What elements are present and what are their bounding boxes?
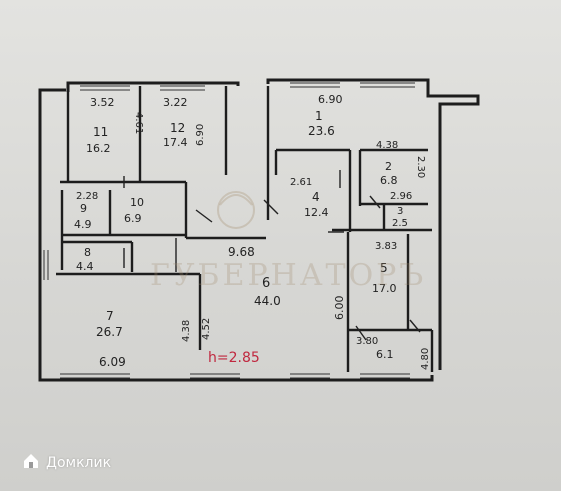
dim-corridor-depth: 6.90 xyxy=(195,124,206,146)
room-5-width: 3.83 xyxy=(375,241,397,252)
room-8-number: 8 xyxy=(84,246,91,259)
outer-walls xyxy=(38,78,480,382)
room-2-area: 6.8 xyxy=(380,174,398,187)
room-7-area: 26.7 xyxy=(96,325,123,339)
room-3-number: 3 xyxy=(397,206,403,217)
room-10-area: 6.9 xyxy=(124,212,142,225)
emblem-watermark xyxy=(217,191,255,229)
room-8-area: 4.4 xyxy=(76,260,94,273)
room-4-area: 12.4 xyxy=(304,206,329,219)
room-12-area: 17.4 xyxy=(163,136,188,149)
room-11-width: 3.52 xyxy=(90,96,115,109)
room-6-width: 9.68 xyxy=(228,245,255,259)
room-3-area: 2.5 xyxy=(392,218,408,229)
room-9-number: 9 xyxy=(80,202,87,215)
watermark-text: ГУБЕРНАТОРЪ xyxy=(150,258,427,293)
room-12-number: 12 xyxy=(170,121,185,135)
room-1-number: 1 xyxy=(315,109,323,123)
room-7-width: 6.09 xyxy=(99,355,126,369)
room-9-area: 4.9 xyxy=(74,218,92,231)
dim-small-room-width: 3.80 xyxy=(356,336,378,347)
door-marks xyxy=(123,170,421,341)
room-11-depth: 4.61 xyxy=(133,112,144,134)
room-5-number: 5 xyxy=(380,261,388,275)
room-12-width: 3.22 xyxy=(163,96,188,109)
dim-room-7-depth: 4.38 xyxy=(181,320,192,342)
room-2-number: 2 xyxy=(385,160,392,173)
room-1-width: 6.90 xyxy=(318,93,343,106)
windows xyxy=(43,82,415,379)
room-10-number: 10 xyxy=(130,196,144,209)
room-4-number: 4 xyxy=(312,190,320,204)
small-room-area: 6.1 xyxy=(376,348,394,361)
room-7-number: 7 xyxy=(106,309,114,323)
dim-room-6-depth: 6.00 xyxy=(333,296,346,321)
brand-logo: Домклик xyxy=(22,452,111,474)
room-6-area: 44.0 xyxy=(254,294,281,308)
interior-walls xyxy=(56,86,434,372)
room-11-number: 11 xyxy=(93,125,108,139)
brand-name: Домклик xyxy=(46,455,112,471)
room-9-width: 2.28 xyxy=(76,191,98,202)
room-6-number: 6 xyxy=(262,276,270,291)
dim-wall-depth: 4.52 xyxy=(201,318,212,340)
room-1-area: 23.6 xyxy=(308,124,335,138)
dim-room-2-top: 4.38 xyxy=(376,140,398,151)
room-2-width: 2.96 xyxy=(390,191,412,202)
room-11-area: 16.2 xyxy=(86,142,111,155)
ceiling-height-label: h=2.85 xyxy=(208,350,260,366)
dim-small-room-depth: 4.80 xyxy=(420,348,431,370)
room-2-depth: 2.30 xyxy=(415,156,426,178)
home-icon xyxy=(22,452,40,474)
room-4-width: 2.61 xyxy=(290,177,312,188)
room-5-area: 17.0 xyxy=(372,282,397,295)
